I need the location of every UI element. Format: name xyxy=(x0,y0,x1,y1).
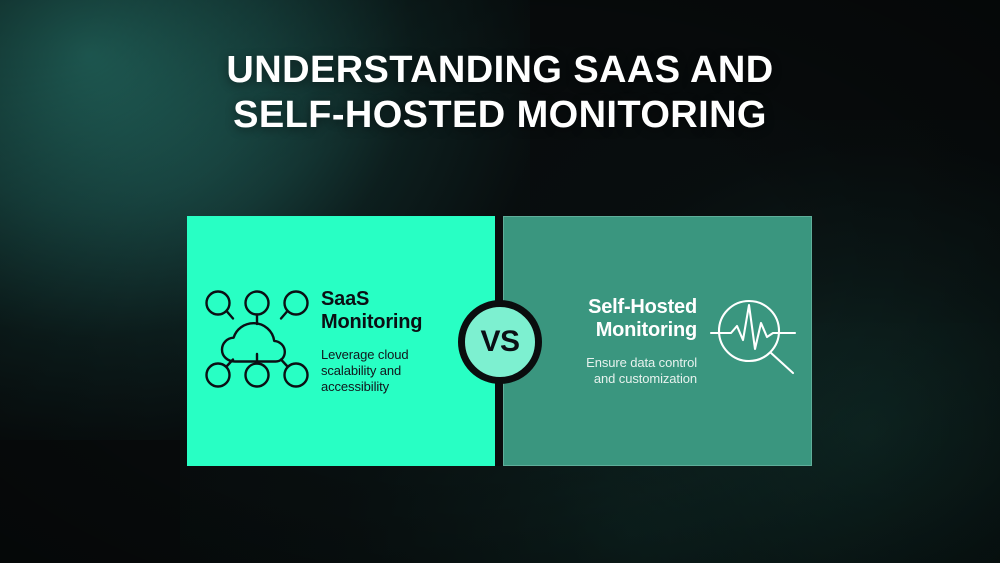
panel-saas-text: SaaS Monitoring Leverage cloud scalabili… xyxy=(321,288,453,395)
page-title: UNDERSTANDING SAAS AND SELF-HOSTED MONIT… xyxy=(0,48,1000,138)
panel-saas-heading-line-2: Monitoring xyxy=(321,310,423,333)
panel-self-hosted-text: Self-Hosted Monitoring Ensure data contr… xyxy=(553,296,697,387)
panel-self-hosted-content: Self-Hosted Monitoring Ensure data contr… xyxy=(553,293,799,390)
panel-self-hosted-heading-line-2: Monitoring xyxy=(595,318,698,341)
vs-badge-label: VS xyxy=(480,325,520,358)
comparison-panels: SaaS Monitoring Leverage cloud scalabili… xyxy=(187,216,812,466)
pulse-magnifier-icon xyxy=(707,293,799,390)
panel-saas-description-line-2: scalability and xyxy=(321,362,402,378)
panel-saas-heading: SaaS Monitoring xyxy=(321,288,453,334)
panel-self-hosted-heading-line-1: Self-Hosted xyxy=(588,295,697,318)
panel-saas-description: Leverage cloud scalability and accessibi… xyxy=(321,347,453,395)
cloud-monitoring-icon xyxy=(203,288,311,395)
panel-self-hosted-description-line-2: and customization xyxy=(593,370,697,386)
panel-saas-description-line-1: Leverage cloud xyxy=(321,346,409,362)
panel-saas-heading-line-1: SaaS xyxy=(321,287,370,310)
panel-self-hosted-monitoring[interactable]: Self-Hosted Monitoring Ensure data contr… xyxy=(503,216,812,466)
panel-saas-content: SaaS Monitoring Leverage cloud scalabili… xyxy=(203,288,453,395)
panel-self-hosted-heading: Self-Hosted Monitoring xyxy=(553,296,697,342)
vs-badge: VS xyxy=(458,300,542,384)
page-title-line-1: UNDERSTANDING SAAS AND xyxy=(226,49,774,91)
panel-self-hosted-description: Ensure data control and customization xyxy=(553,355,697,387)
page-title-line-2: SELF-HOSTED MONITORING xyxy=(233,94,767,136)
panel-saas-monitoring[interactable]: SaaS Monitoring Leverage cloud scalabili… xyxy=(187,216,495,466)
panel-self-hosted-description-line-1: Ensure data control xyxy=(586,354,697,370)
panel-saas-description-line-3: accessibility xyxy=(321,378,390,394)
